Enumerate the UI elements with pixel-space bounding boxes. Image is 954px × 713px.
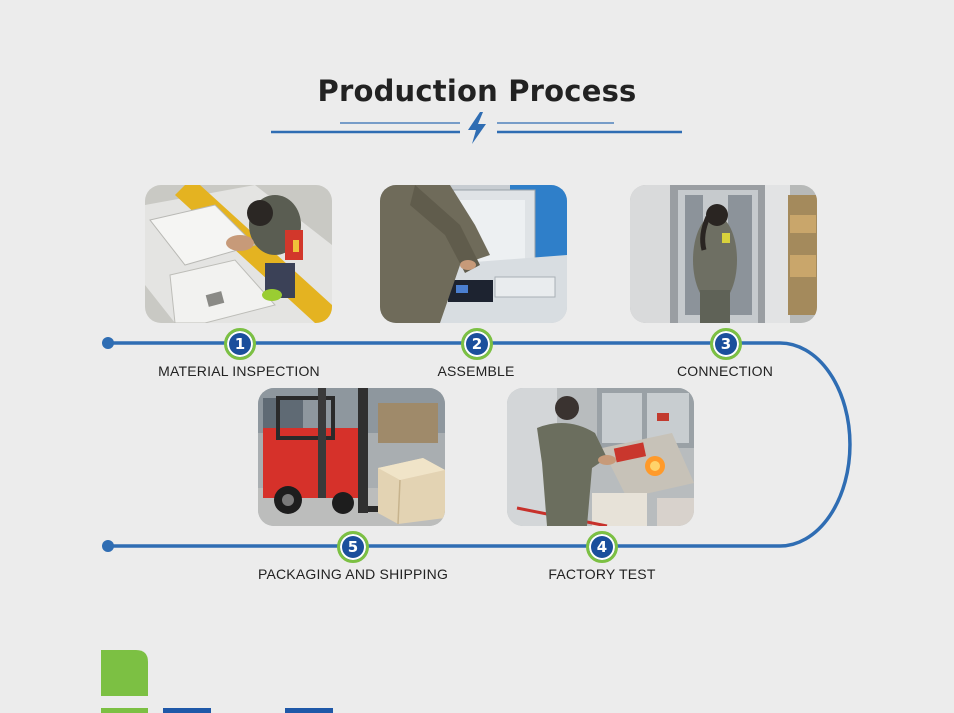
photo-connection	[630, 185, 817, 323]
brand-decoration	[101, 650, 333, 713]
step-4-badge: 4	[586, 531, 618, 563]
photo-packaging-shipping	[258, 388, 445, 526]
path-start-dot	[102, 337, 114, 349]
step-3-label: CONNECTION	[676, 363, 774, 379]
step-2-label: ASSEMBLE	[437, 363, 515, 379]
photo-assemble	[380, 185, 567, 323]
step-1-badge: 1	[224, 328, 256, 360]
photo-material-inspection	[145, 185, 332, 323]
step-5-badge: 5	[337, 531, 369, 563]
lightning-bolt-icon	[468, 112, 486, 144]
step-5-label: PACKAGING AND SHIPPING	[257, 566, 449, 582]
title-divider	[271, 112, 682, 144]
step-2-badge: 2	[461, 328, 493, 360]
page-title: Production Process	[317, 74, 637, 108]
path-end-dot	[102, 540, 114, 552]
step-3-badge: 3	[710, 328, 742, 360]
step-1-label: MATERIAL INSPECTION	[158, 363, 320, 379]
photo-factory-test	[507, 388, 694, 526]
step-4-label: FACTORY TEST	[548, 566, 656, 582]
